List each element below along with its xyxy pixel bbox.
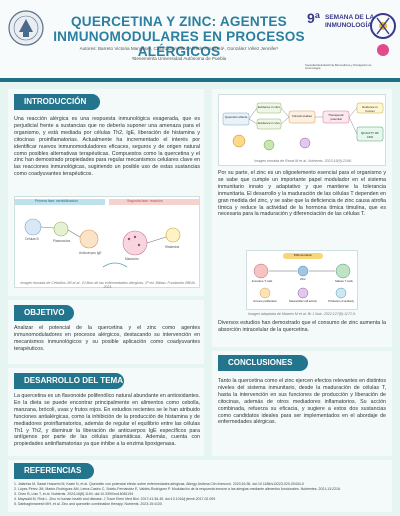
poster-header: QUERCETINA Y ZINC: AGENTES INMUNOMODULAR… [0, 0, 400, 80]
poster-title: QUERCETINA Y ZINC: AGENTES INMUNOMODULAR… [53, 14, 305, 59]
zinc-tcell-figure: Differentiation Immature T cells Zinc Ma… [246, 250, 358, 310]
qfig-label-invivo: Evidence in vivo [258, 121, 280, 125]
event-number: 9ª [307, 10, 320, 26]
intro-body: Una reacción alérgica es una respuesta i… [14, 116, 200, 178]
event-logo: 9ª SEMANA DE LA INMUNOLOGÍA Sociedad Est… [303, 6, 398, 76]
allergy-mechanism-diagram [15, 199, 199, 268]
intro-fig-label-phase2: Segunda fase: reacción [127, 199, 163, 203]
reference-item-4: 4. Maywald M, Rink L. Zinc in human heal… [14, 497, 216, 501]
intro-fig-label-plasma: Plasmocitos [53, 239, 71, 243]
event-title-line1: SEMANA DE LA [325, 14, 375, 21]
event-logo-graphic [370, 13, 396, 56]
quercetin-figure-caption: Imagen tomada de Rezai M et al. Nutrient… [254, 159, 352, 163]
intro-fig-label-histamine: Histamina [165, 245, 180, 249]
desarrollo-body: La quercetina es un flavonoide polifenól… [14, 393, 200, 448]
objetivo-heading: OBJETIVO [14, 305, 74, 321]
zfig-label-mature: Mature T cells [335, 279, 353, 283]
intro-fig-label-bcells: Células B [25, 237, 39, 241]
qfig-label-effects: Quercetin effects [224, 115, 248, 119]
affiliation-line: ¹Benemérita Universidad Autónoma de Pueb… [131, 56, 227, 61]
event-title-line2: INMUNOLOGÍA [325, 22, 372, 29]
zfig-label-immature: Immature T cells [251, 279, 273, 283]
zfig-label-antibody: Production of antibody [328, 300, 354, 303]
zinc-figure-caption: Imagen adaptada de Maares M et al. Br J … [247, 312, 357, 316]
reference-item-2: 2. López-Pérez JM, Martín-Rodríguez AM, … [14, 487, 341, 491]
zinc-tcell-diagram [253, 253, 351, 299]
zinc-quercetin-body: Diversos estudios han demostrado que el … [218, 320, 386, 333]
qfig-label-invitro: Evidence in vitro [258, 105, 281, 109]
quercetin-effects-figure: Quercetin effects Evidence in vitro Evid… [218, 94, 386, 166]
conclusiones-body: Tanto la quercetina como el zinc ejercen… [218, 378, 386, 426]
zfig-label-zinc: Zinc [300, 277, 306, 281]
intro-fig-label-phase1: Primera fase: sensibilización [35, 199, 78, 203]
event-subtitle: Sociedad Estudiantil de Biomedicina y Di… [305, 63, 372, 71]
conclusiones-heading: CONCLUSIONES [218, 355, 308, 371]
university-seal-icon [8, 10, 44, 46]
zfig-label-nk: Natural killer cell activity [289, 300, 317, 303]
referencias-heading: REFERENCIAS [14, 463, 94, 479]
qfig-label-quality: QUALITY OF LIFE [360, 131, 380, 139]
authors-line: Autores: Barreto Victoria Maryjose¹, Cas… [79, 46, 279, 51]
qfig-label-therapeutic: Therapeutic potential [328, 113, 344, 121]
zfig-label-diff: Differentiation [293, 253, 313, 257]
intro-figure: Primera fase: sensibilización Segunda fa… [14, 196, 200, 289]
reference-item-1: 1. Jafarinia M, Sadat Hosseini M, Kasiri… [14, 482, 304, 486]
intro-fig-label-mastocyte: Mastocito [125, 257, 139, 261]
quercetin-effects-diagram [222, 102, 384, 151]
qfig-label-human: Evidence in human [362, 105, 378, 113]
zfig-label-prolif: Immune proliferation [253, 300, 277, 303]
objetivo-body: Analizar el potencial de la quercetina y… [14, 325, 200, 352]
header-divider [0, 78, 400, 82]
reference-item-3: 3. Chen B, Lian T, et al. Nutrients. 202… [14, 492, 134, 496]
desarrollo-heading: DESARROLLO DEL TEMA [14, 373, 124, 389]
intro-figure-caption: Imagen tomada de Cebaños JM et al., El l… [20, 281, 196, 289]
intro-heading: INTRODUCCIÓN [14, 94, 100, 110]
intro-fig-label-ige: Anticuerpos IgE [79, 251, 102, 255]
qfig-label-clinical: Clinical studies [291, 114, 312, 118]
reference-item-5: 5. Dabbaghmanesh MH, et al. Zinc and que… [14, 502, 163, 506]
zinc-body: Por su parte, el zinc es un oligoelement… [218, 170, 386, 218]
